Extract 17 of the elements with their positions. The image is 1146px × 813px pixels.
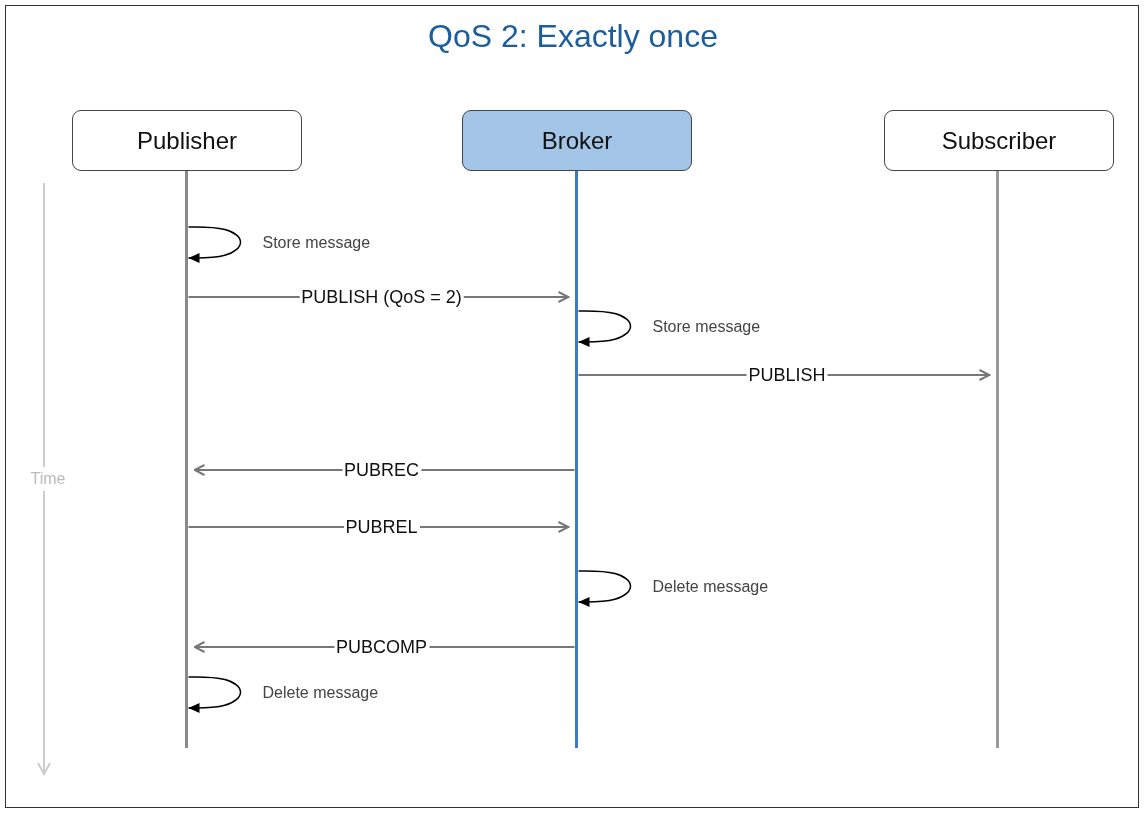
self-message-arrow [187, 676, 242, 713]
participant-box: Subscriber [884, 110, 1114, 171]
edge-label: PUBLISH (QoS = 2) [299, 287, 464, 307]
edge-label: Delete message [650, 577, 771, 597]
diagram-title: QoS 2: Exactly once [427, 18, 719, 55]
axis-label: Time [30, 467, 66, 491]
lifeline [575, 171, 578, 748]
edge-label: Delete message [260, 683, 381, 703]
participant-box: Publisher [72, 110, 302, 171]
edge-label: Store message [260, 233, 373, 253]
lifeline [185, 171, 188, 748]
self-message-arrow [187, 226, 242, 263]
edge-label: Store message [650, 317, 763, 337]
self-message-arrow [577, 570, 632, 607]
participant-box: Broker [462, 110, 692, 171]
lifeline [996, 171, 999, 748]
self-message-arrow [577, 310, 632, 347]
